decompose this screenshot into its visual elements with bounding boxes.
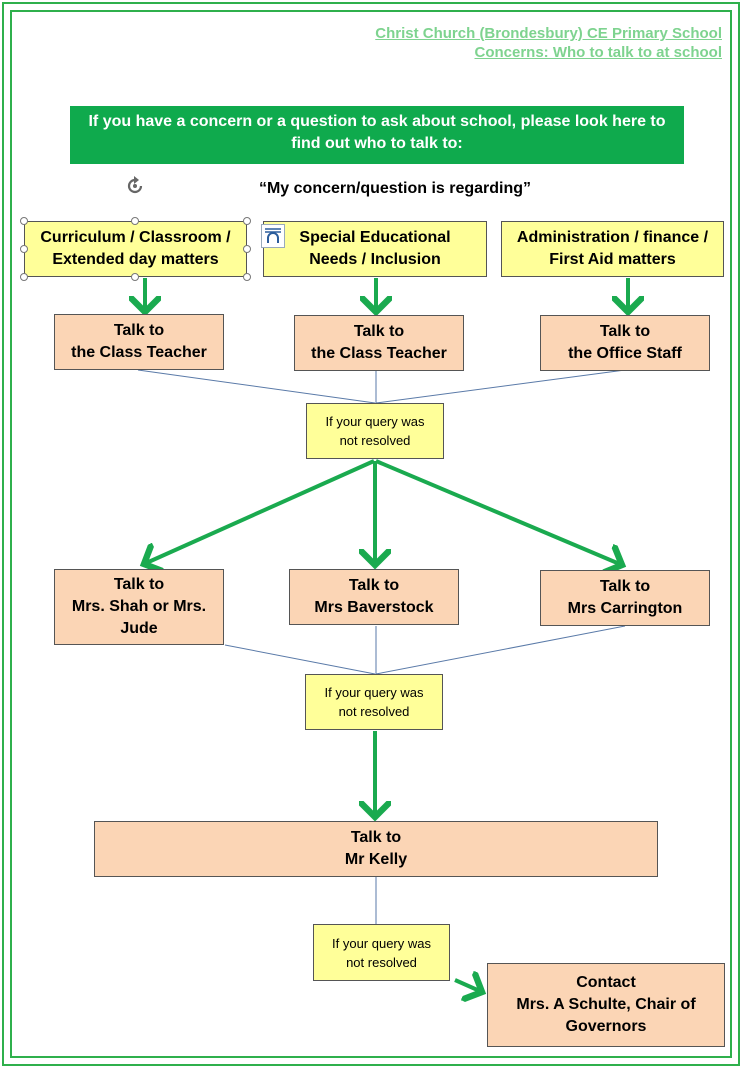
talk-to-label: Talk to <box>353 323 405 340</box>
arrow-to-shah <box>144 459 375 564</box>
talk-to-office-staff: Talk to the Office Staff <box>540 315 710 371</box>
resize-handle-tr[interactable] <box>243 217 251 225</box>
talk-to-carrington: Talk to Mrs Carrington <box>540 570 710 626</box>
contact-name: Mr Kelly <box>344 851 408 868</box>
merge-line-1a <box>137 369 376 404</box>
not-resolved-line2: not resolved <box>339 433 411 448</box>
resize-handle-br[interactable] <box>243 273 251 281</box>
contact-name: the Class Teacher <box>71 344 207 361</box>
resize-handle-mr[interactable] <box>243 245 251 253</box>
contact-name: the Office Staff <box>568 345 682 362</box>
not-resolved-1: If your query was not resolved <box>306 403 444 459</box>
layout-options-icon[interactable] <box>261 224 285 248</box>
header-subtitle: Concerns: Who to talk to at school <box>474 44 722 61</box>
category-sen[interactable]: Special Educational Needs / Inclusion <box>263 221 487 277</box>
contact-name: Mrs Baverstock <box>314 599 434 616</box>
not-resolved-line1: If your query was <box>324 685 424 700</box>
not-resolved-2: If your query was not resolved <box>305 674 443 730</box>
rotate-handle-icon[interactable] <box>125 176 145 196</box>
concern-prompt: “My concern/question is regarding” <box>258 180 532 197</box>
intro-banner: If you have a concern or a question to a… <box>70 106 684 164</box>
not-resolved-3: If your query was not resolved <box>313 924 450 981</box>
category-admin[interactable]: Administration / finance / First Aid mat… <box>501 221 724 277</box>
talk-to-label: Talk to <box>113 576 165 593</box>
arrow-to-carrington <box>375 459 622 565</box>
category-curriculum-line1: Curriculum / Classroom / <box>40 229 231 246</box>
talk-to-shah-jude: Talk to Mrs. Shah or Mrs. Jude <box>54 569 224 645</box>
resize-handle-bm[interactable] <box>131 273 139 281</box>
talk-to-label: Talk to <box>599 578 651 595</box>
contact-label: Contact <box>576 974 636 991</box>
not-resolved-line1: If your query was <box>325 414 425 429</box>
talk-to-kelly: Talk to Mr Kelly <box>94 821 658 877</box>
category-curriculum[interactable]: Curriculum / Classroom / Extended day ma… <box>24 221 247 277</box>
contact-name: Mrs. A Schulte, Chair of <box>516 996 696 1013</box>
not-resolved-line2: not resolved <box>338 704 410 719</box>
not-resolved-line1: If your query was <box>332 935 431 951</box>
merge-line-2c <box>375 625 626 675</box>
talk-to-label: Talk to <box>599 323 651 340</box>
merge-line-2a <box>224 644 376 675</box>
not-resolved-line2: not resolved <box>346 954 417 970</box>
resize-handle-tm[interactable] <box>131 217 139 225</box>
resize-handle-bl[interactable] <box>20 273 28 281</box>
category-curriculum-line2: Extended day matters <box>52 251 219 268</box>
talk-to-label: Talk to <box>348 577 400 594</box>
merge-line-1c <box>375 369 626 404</box>
category-sen-line2: Needs / Inclusion <box>309 251 441 268</box>
contact-name: Mrs Carrington <box>567 600 683 617</box>
category-sen-line1: Special Educational <box>299 229 451 246</box>
category-admin-line2: First Aid matters <box>549 251 676 268</box>
talk-to-label: Talk to <box>113 322 165 339</box>
talk-to-baverstock: Talk to Mrs Baverstock <box>289 569 459 625</box>
arrow-to-chair <box>454 980 482 992</box>
page-border-inner <box>10 10 732 1058</box>
talk-to-label: Talk to <box>350 829 402 846</box>
school-name: Christ Church (Brondesbury) CE Primary S… <box>375 25 722 42</box>
contact-chair-of-governors: Contact Mrs. A Schulte, Chair of Governo… <box>487 963 725 1047</box>
category-admin-line1: Administration / finance / <box>516 229 709 246</box>
resize-handle-tl[interactable] <box>20 217 28 225</box>
talk-to-class-teacher-1: Talk to the Class Teacher <box>54 314 224 370</box>
header: Christ Church (Brondesbury) CE Primary S… <box>375 24 722 62</box>
contact-name: the Class Teacher <box>311 345 447 362</box>
contact-name-cont: Jude <box>120 620 158 637</box>
talk-to-class-teacher-2: Talk to the Class Teacher <box>294 315 464 371</box>
contact-name-cont: Governors <box>565 1018 647 1035</box>
resize-handle-ml[interactable] <box>20 245 28 253</box>
contact-name: Mrs. Shah or Mrs. <box>71 598 207 615</box>
